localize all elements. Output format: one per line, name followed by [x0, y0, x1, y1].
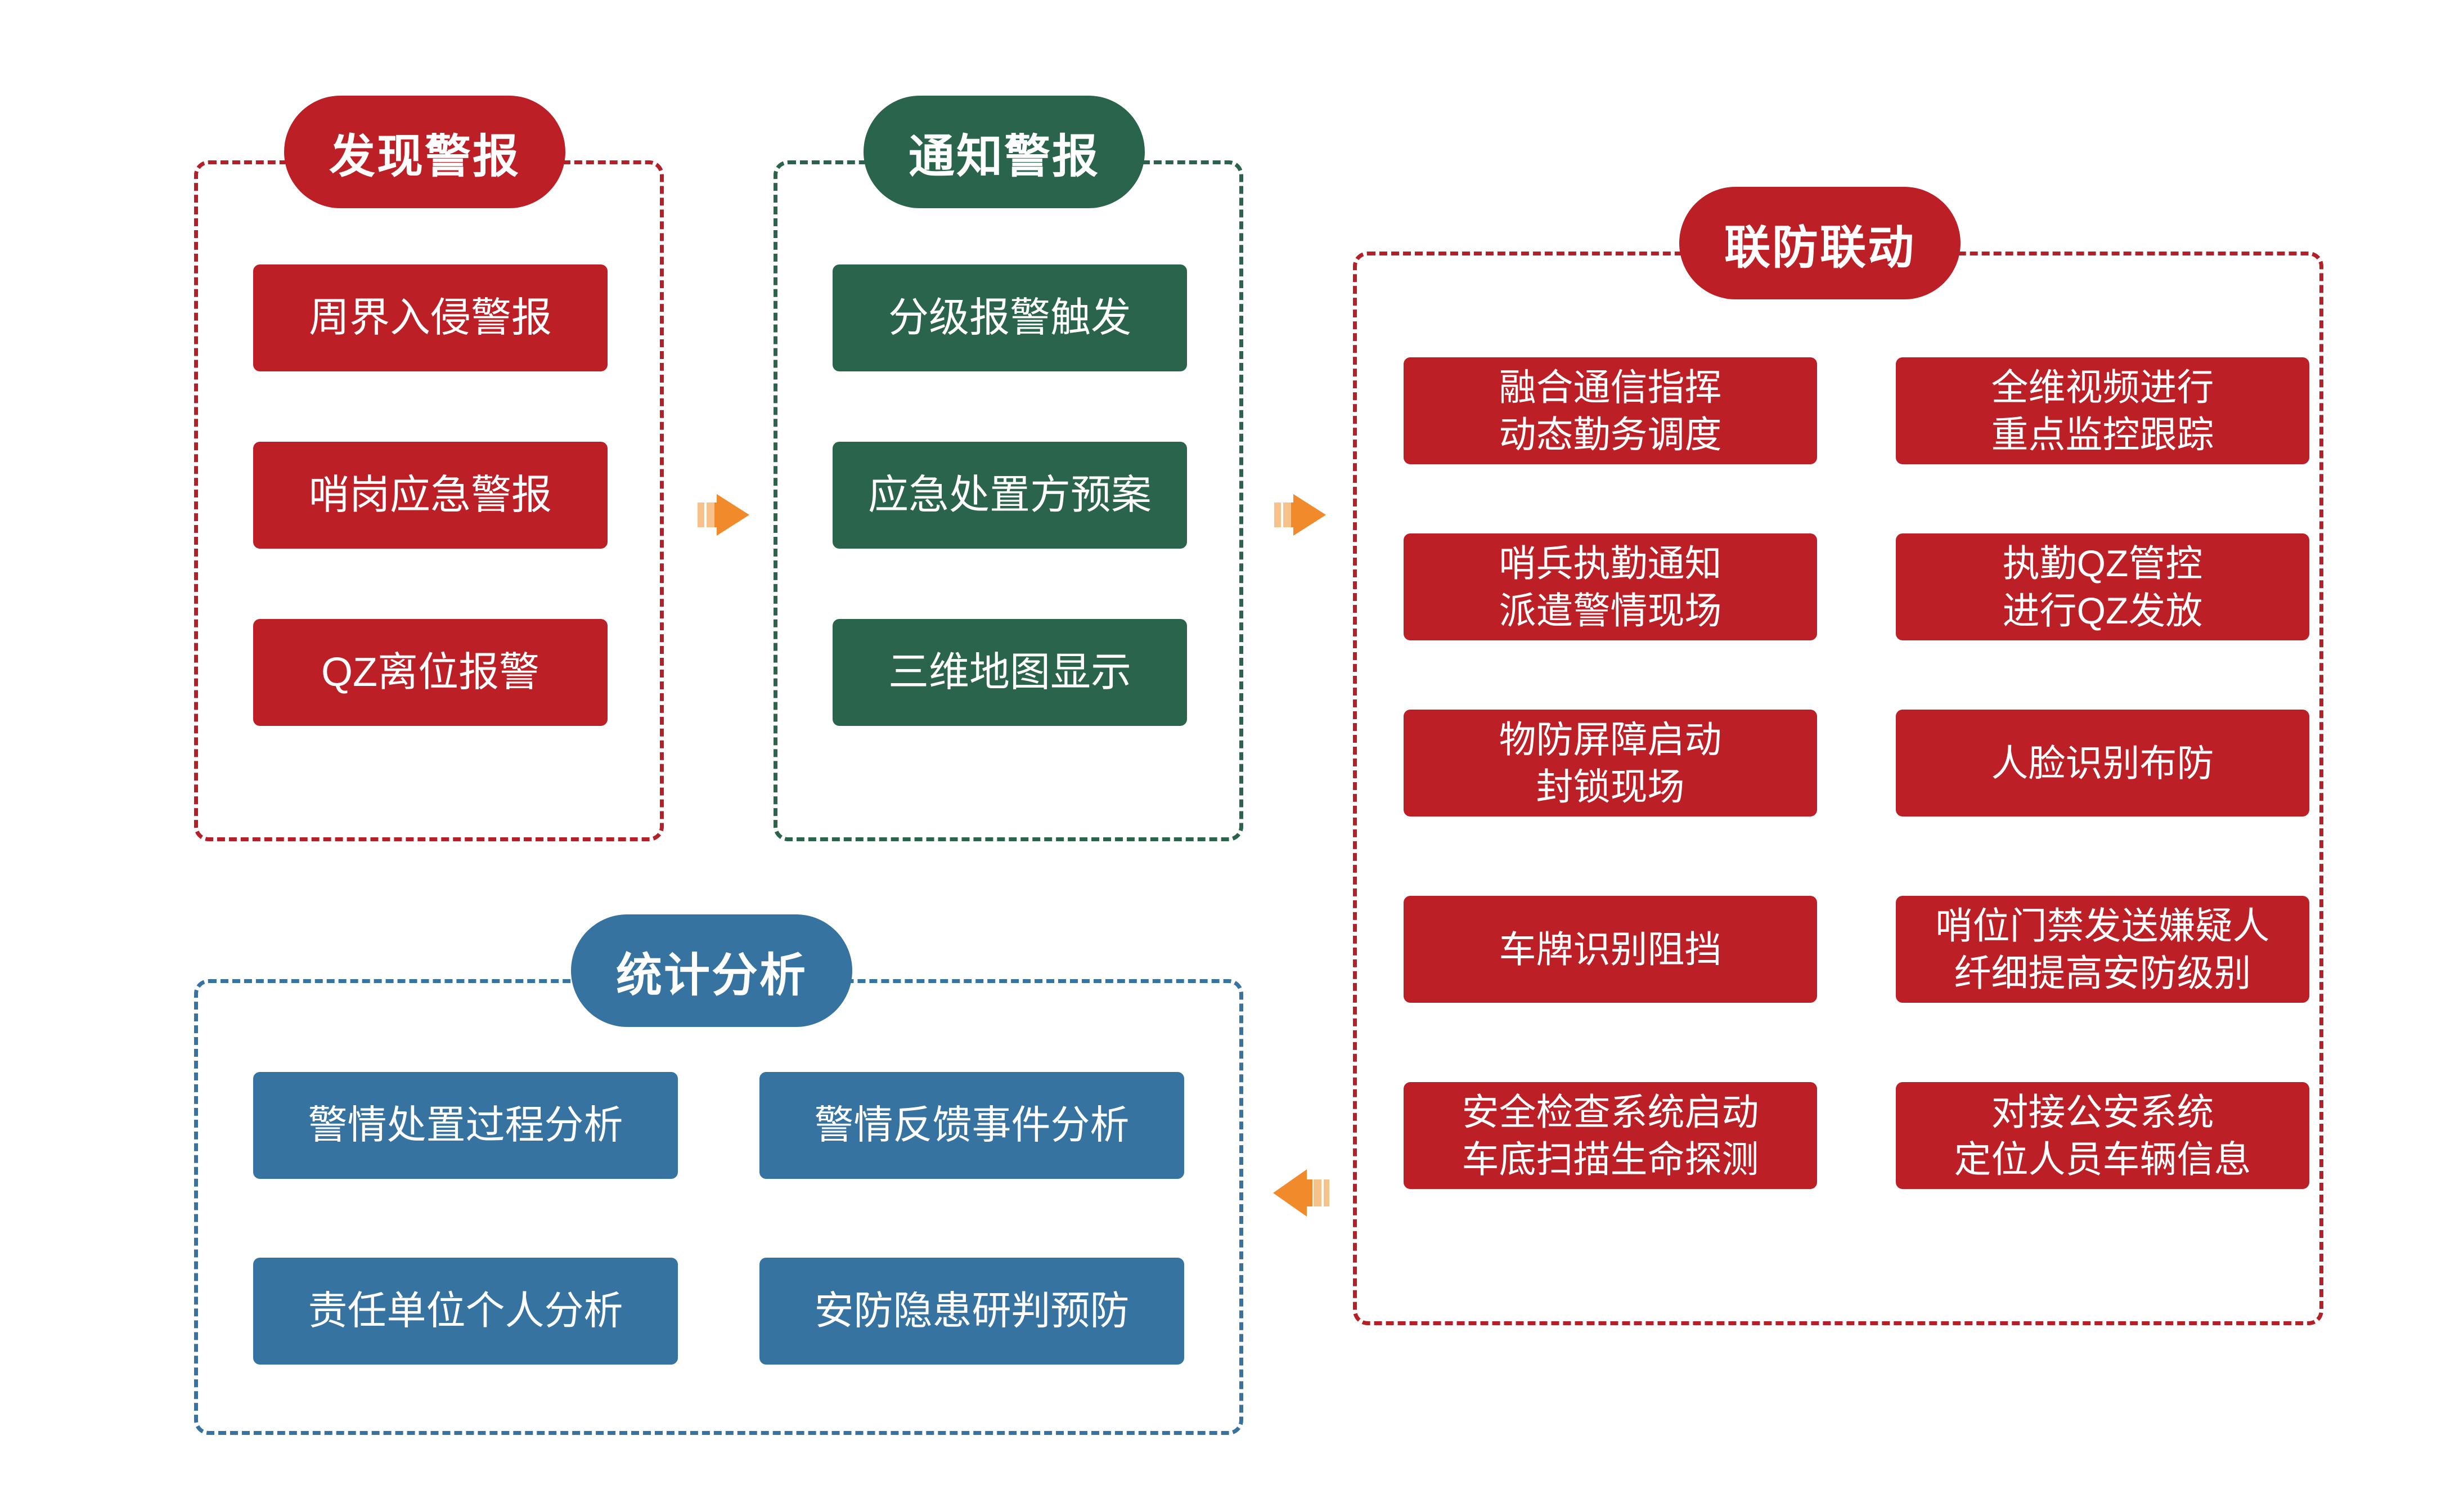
- discover-item-1[interactable]: 哨岗应急警报: [253, 442, 608, 549]
- group-title-discover-label: 发现警报: [329, 131, 520, 182]
- statistics-item-1[interactable]: 警情反馈事件分析: [759, 1072, 1184, 1179]
- group-title-statistics[interactable]: 统计分析: [571, 914, 852, 1027]
- group-title-joint-label: 联防联动: [1724, 222, 1916, 273]
- group-title-discover[interactable]: 发现警报: [284, 96, 565, 208]
- discover-item-1-label: 哨岗应急警报: [308, 472, 552, 518]
- joint-item-left-4[interactable]: 安全检查系统启动 车底扫描生命探测: [1404, 1082, 1817, 1189]
- discover-item-2[interactable]: QZ离位报警: [253, 619, 608, 726]
- joint-item-left-2[interactable]: 物防屏障启动 封锁现场: [1404, 710, 1817, 816]
- notify-item-2[interactable]: 三维地图显示: [833, 619, 1187, 726]
- discover-item-0[interactable]: 周界入侵警报: [253, 264, 608, 371]
- joint-item-right-3[interactable]: 哨位门禁发送嫌疑人 纤细提高安防级别: [1896, 896, 2309, 1003]
- statistics-item-3-label: 安防隐患研判预防: [814, 1289, 1130, 1333]
- group-title-joint[interactable]: 联防联动: [1679, 187, 1961, 299]
- discover-item-0-label: 周界入侵警报: [308, 295, 552, 340]
- arrow-discover-to-notify: [698, 484, 754, 546]
- group-title-notify-label: 通知警报: [908, 131, 1100, 182]
- joint-item-left-2-label: 物防屏障启动 封锁现场: [1499, 718, 1722, 807]
- joint-item-right-0-label: 全维视频进行 重点监控跟踪: [1991, 366, 2214, 455]
- joint-item-right-3-label: 哨位门禁发送嫌疑人 纤细提高安防级别: [1935, 904, 2270, 994]
- statistics-item-0-label: 警情处置过程分析: [308, 1103, 623, 1147]
- statistics-item-2[interactable]: 责任单位个人分析: [253, 1258, 678, 1365]
- joint-item-right-4[interactable]: 对接公安系统 定位人员车辆信息: [1896, 1082, 2309, 1189]
- statistics-item-1-label: 警情反馈事件分析: [814, 1103, 1130, 1147]
- joint-item-right-4-label: 对接公安系统 定位人员车辆信息: [1954, 1091, 2251, 1180]
- group-frame-statistics: [194, 979, 1243, 1435]
- notify-item-1-label: 应急处置方预案: [867, 472, 1152, 518]
- joint-item-right-1-label: 执勤QZ管控 进行QZ发放: [2002, 542, 2203, 631]
- notify-item-0[interactable]: 分级报警触发: [833, 264, 1187, 371]
- statistics-item-3[interactable]: 安防隐患研判预防: [759, 1258, 1184, 1365]
- joint-item-right-2[interactable]: 人脸识别布防: [1896, 710, 2309, 816]
- joint-item-left-0[interactable]: 融合通信指挥 动态勤务调度: [1404, 357, 1817, 464]
- arrow-joint-to-statistics: [1269, 1159, 1330, 1227]
- arrow-right-icon: [698, 494, 749, 536]
- arrow-left-icon: [1273, 1169, 1329, 1217]
- statistics-item-2-label: 责任单位个人分析: [308, 1289, 623, 1333]
- joint-item-left-1-label: 哨兵执勤通知 派遣警情现场: [1499, 542, 1722, 631]
- group-title-notify[interactable]: 通知警报: [864, 96, 1145, 208]
- joint-item-right-2-label: 人脸识别布防: [1991, 742, 2214, 784]
- discover-item-2-label: QZ离位报警: [321, 649, 539, 695]
- notify-item-2-label: 三维地图显示: [888, 649, 1131, 695]
- joint-item-left-4-label: 安全检查系统启动 车底扫描生命探测: [1462, 1091, 1759, 1180]
- joint-item-left-3[interactable]: 车牌识别阻挡: [1404, 896, 1817, 1003]
- statistics-item-0[interactable]: 警情处置过程分析: [253, 1072, 678, 1179]
- arrow-notify-to-joint: [1274, 484, 1330, 546]
- joint-item-left-3-label: 车牌识别阻挡: [1499, 928, 1722, 970]
- group-title-statistics-label: 统计分析: [615, 949, 807, 1001]
- joint-item-left-0-label: 融合通信指挥 动态勤务调度: [1499, 366, 1722, 455]
- joint-item-left-1[interactable]: 哨兵执勤通知 派遣警情现场: [1404, 533, 1817, 640]
- notify-item-1[interactable]: 应急处置方预案: [833, 442, 1187, 549]
- arrow-right-icon: [1274, 494, 1326, 536]
- joint-item-right-1[interactable]: 执勤QZ管控 进行QZ发放: [1896, 533, 2309, 640]
- joint-item-right-0[interactable]: 全维视频进行 重点监控跟踪: [1896, 357, 2309, 464]
- notify-item-0-label: 分级报警触发: [888, 295, 1131, 340]
